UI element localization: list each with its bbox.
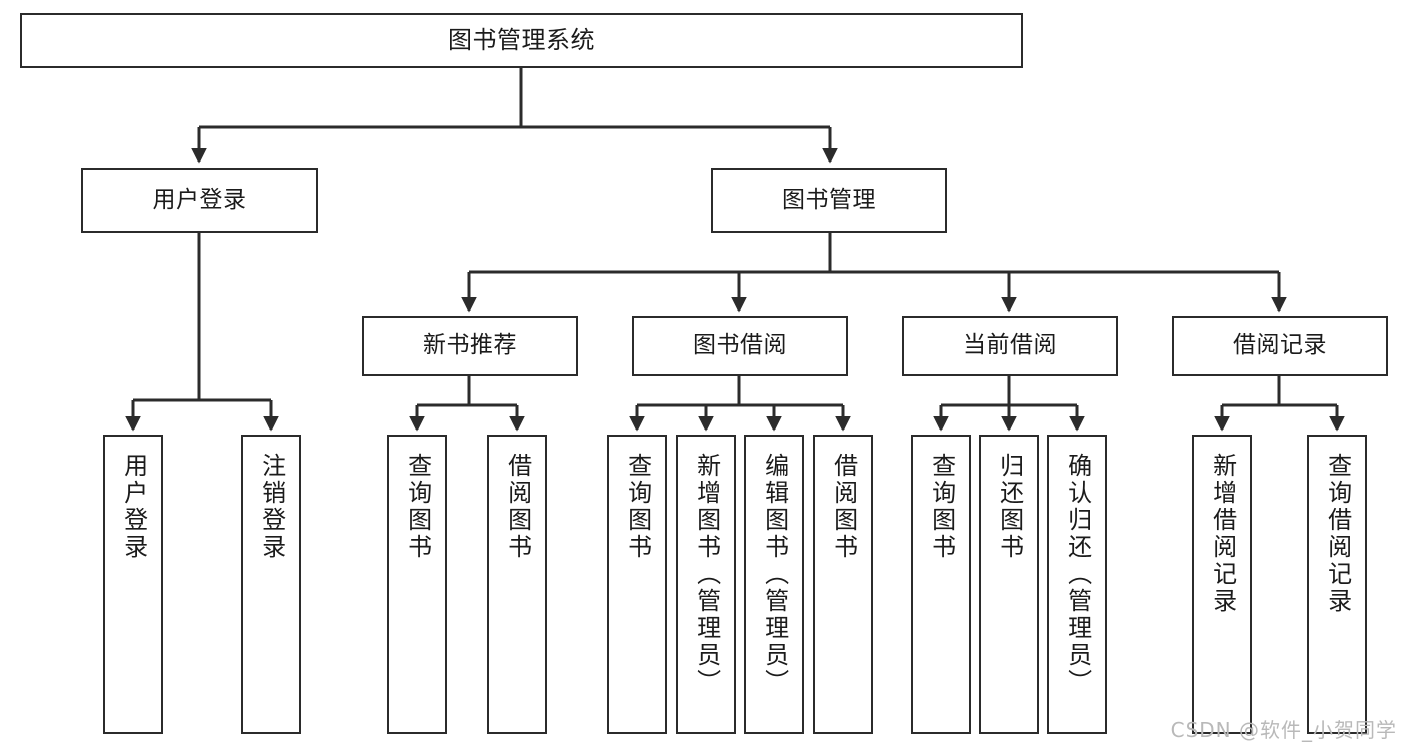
node-borrow-record-label: 借阅记录 bbox=[1233, 332, 1327, 359]
leaf-borrow-book[interactable]: 借阅图书 bbox=[813, 435, 873, 734]
node-user-login-label: 用户登录 bbox=[152, 186, 247, 213]
leaf-borrow-book-recommend-label: 借阅图书 bbox=[503, 453, 532, 561]
node-user-login[interactable]: 用户登录 bbox=[81, 168, 318, 233]
leaf-confirm-return-admin-label: 确认归还（管理员） bbox=[1063, 453, 1092, 696]
leaf-borrow-book-recommend[interactable]: 借阅图书 bbox=[487, 435, 547, 734]
leaf-query-book-current-label: 查询图书 bbox=[927, 453, 956, 561]
leaf-borrow-book-label: 借阅图书 bbox=[829, 453, 858, 561]
node-borrow-record[interactable]: 借阅记录 bbox=[1172, 316, 1388, 376]
leaf-user-login-label: 用户登录 bbox=[119, 453, 148, 561]
leaf-query-borrow-record[interactable]: 查询借阅记录 bbox=[1307, 435, 1367, 734]
watermark: CSDN @软件_小贺同学 bbox=[1170, 718, 1397, 742]
leaf-logout-label: 注销登录 bbox=[257, 453, 286, 561]
leaf-return-book[interactable]: 归还图书 bbox=[979, 435, 1039, 734]
leaf-return-book-label: 归还图书 bbox=[995, 453, 1024, 561]
leaf-query-book-recommend-label: 查询图书 bbox=[403, 453, 432, 561]
leaf-add-borrow-record[interactable]: 新增借阅记录 bbox=[1192, 435, 1252, 734]
leaf-query-book-recommend[interactable]: 查询图书 bbox=[387, 435, 447, 734]
node-current-borrow[interactable]: 当前借阅 bbox=[902, 316, 1118, 376]
node-root[interactable]: 图书管理系统 bbox=[20, 13, 1023, 68]
leaf-add-book-admin-label: 新增图书（管理员） bbox=[692, 453, 721, 696]
node-book-borrow-label: 图书借阅 bbox=[693, 332, 787, 359]
leaf-user-login[interactable]: 用户登录 bbox=[103, 435, 163, 734]
leaf-confirm-return-admin[interactable]: 确认归还（管理员） bbox=[1047, 435, 1107, 734]
node-new-book-recommend-label: 新书推荐 bbox=[423, 332, 517, 359]
leaf-query-book-borrow[interactable]: 查询图书 bbox=[607, 435, 667, 734]
leaf-add-borrow-record-label: 新增借阅记录 bbox=[1208, 453, 1237, 615]
leaf-add-book-admin[interactable]: 新增图书（管理员） bbox=[676, 435, 736, 734]
node-book-management[interactable]: 图书管理 bbox=[711, 168, 947, 233]
leaf-edit-book-admin[interactable]: 编辑图书（管理员） bbox=[744, 435, 804, 734]
node-current-borrow-label: 当前借阅 bbox=[963, 332, 1057, 359]
leaf-edit-book-admin-label: 编辑图书（管理员） bbox=[760, 453, 789, 696]
node-book-borrow[interactable]: 图书借阅 bbox=[632, 316, 848, 376]
node-root-label: 图书管理系统 bbox=[448, 26, 595, 55]
node-book-management-label: 图书管理 bbox=[782, 186, 876, 213]
leaf-query-borrow-record-label: 查询借阅记录 bbox=[1323, 453, 1352, 615]
leaf-query-book-borrow-label: 查询图书 bbox=[623, 453, 652, 561]
leaf-query-book-current[interactable]: 查询图书 bbox=[911, 435, 971, 734]
node-new-book-recommend[interactable]: 新书推荐 bbox=[362, 316, 578, 376]
leaf-logout[interactable]: 注销登录 bbox=[241, 435, 301, 734]
